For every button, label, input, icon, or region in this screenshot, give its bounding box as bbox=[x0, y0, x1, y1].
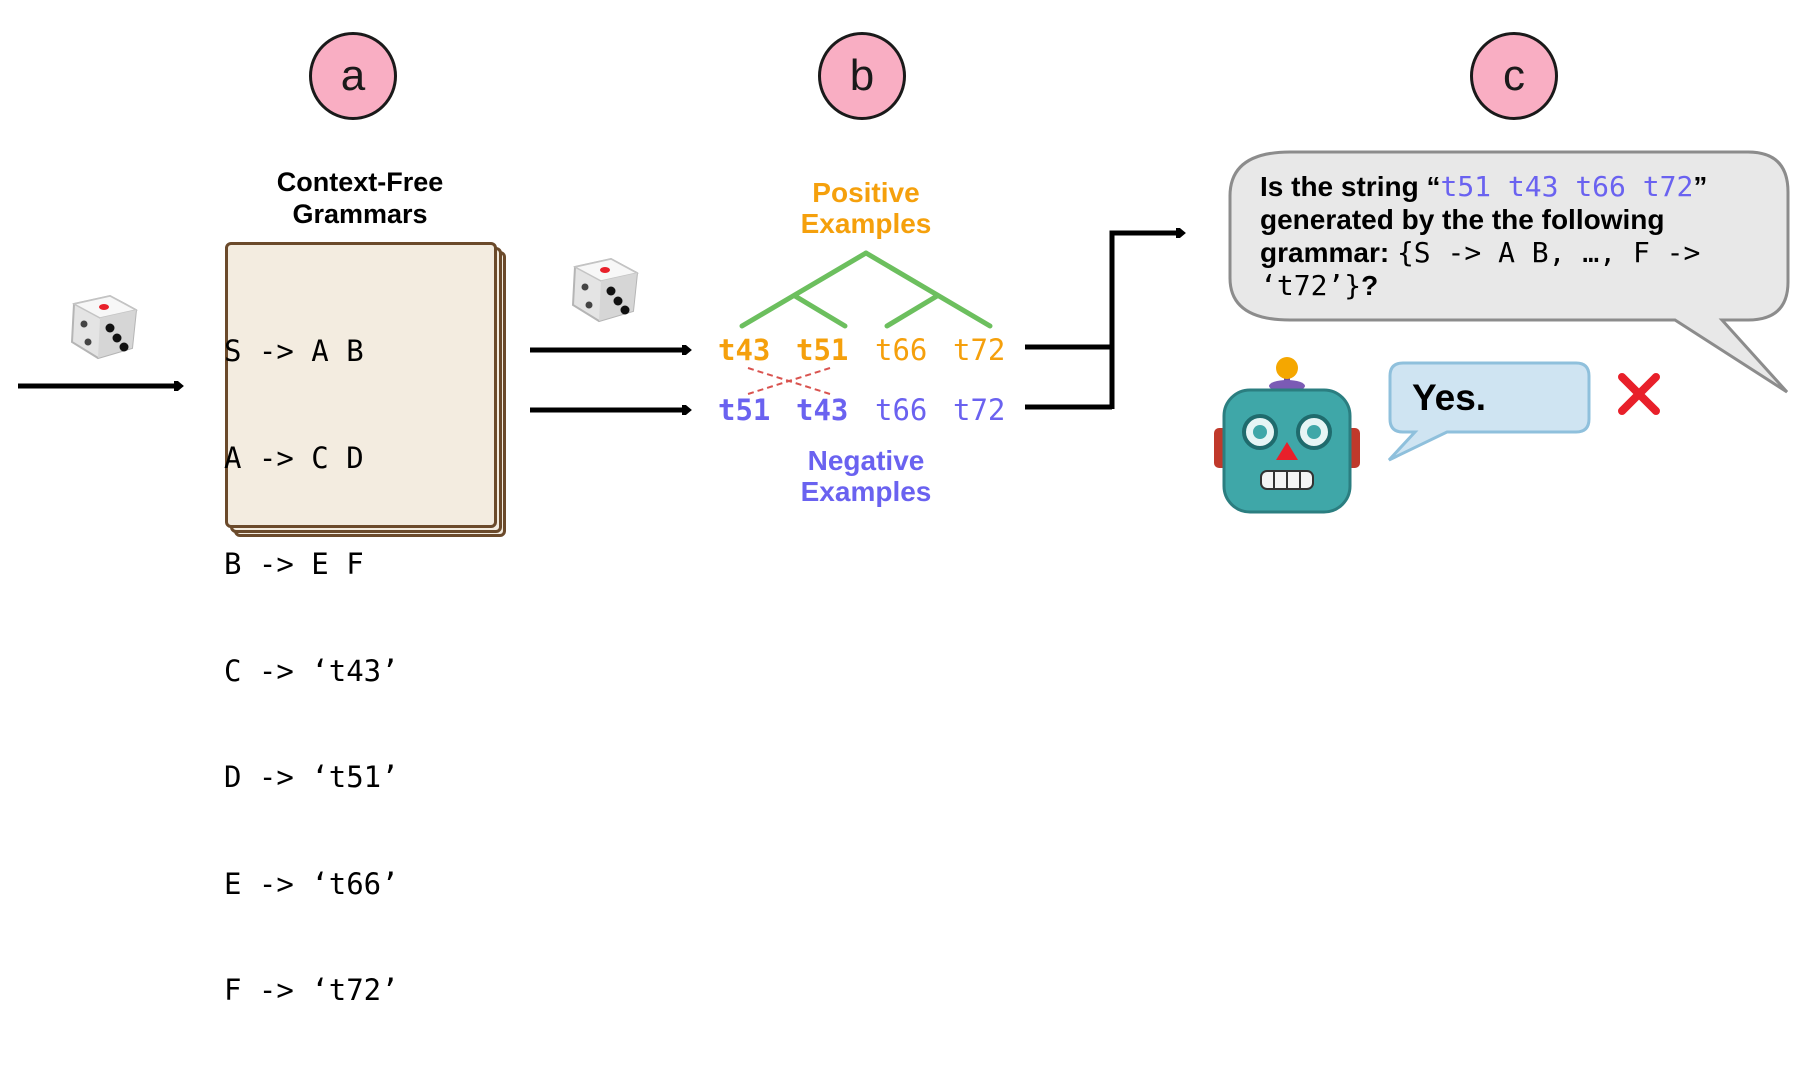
grammar-rule: A -> C D bbox=[224, 440, 364, 475]
positive-token: t72 bbox=[953, 333, 1006, 367]
grammar-rule: F -> ‘t72’ bbox=[224, 973, 399, 1007]
prompt-text: Is the string “t51 t43 t66 t72” generate… bbox=[1260, 170, 1708, 302]
grammar-rule: D -> ‘t51’ bbox=[224, 760, 399, 794]
positive-token: t51 bbox=[796, 333, 849, 367]
robot-icon bbox=[1214, 357, 1360, 514]
step-b-circle: b bbox=[818, 32, 906, 120]
positive-token: t43 bbox=[718, 333, 771, 367]
grammar-heading: Context-Free Grammars bbox=[276, 167, 444, 229]
parse-tree bbox=[739, 250, 993, 329]
pipeline-figure: a b c Context-Free Grammars S -> A B A -… bbox=[18, 32, 1790, 1007]
step-a-circle: a bbox=[309, 32, 397, 120]
dice-icon bbox=[70, 294, 139, 360]
positive-token: t66 bbox=[875, 333, 928, 367]
dice-icon bbox=[571, 257, 640, 323]
connector-lines bbox=[18, 150, 1790, 462]
query-string: t51 t43 t66 t72 bbox=[1440, 170, 1694, 203]
grammar-rule: B -> E F bbox=[224, 547, 364, 581]
grammar-rules: S -> A B A -> C D B -> E F C -> ‘t43’ D … bbox=[224, 263, 399, 1080]
step-c-circle: c bbox=[1470, 32, 1558, 120]
prompt-bubble bbox=[1228, 150, 1790, 394]
negative-examples-label: Negative Examples bbox=[800, 445, 932, 507]
positive-examples-label: Positive Examples bbox=[800, 177, 932, 239]
cross-mark-icon bbox=[1618, 373, 1660, 415]
negative-token: t66 bbox=[875, 393, 928, 427]
merge-arrow bbox=[1025, 233, 1182, 410]
swap-marks bbox=[747, 367, 831, 395]
grammar-rule: S -> A B bbox=[224, 334, 364, 368]
reply-bubble bbox=[1387, 361, 1591, 462]
negative-token: t72 bbox=[953, 393, 1006, 427]
negative-token: t51 bbox=[718, 393, 771, 427]
model-reply: Yes. bbox=[1412, 377, 1487, 418]
grammar-rule: E -> ‘t66’ bbox=[224, 866, 399, 901]
grammar-rule: C -> ‘t43’ bbox=[224, 653, 399, 688]
negative-token: t43 bbox=[796, 393, 849, 427]
grammar-card-front bbox=[225, 242, 497, 528]
